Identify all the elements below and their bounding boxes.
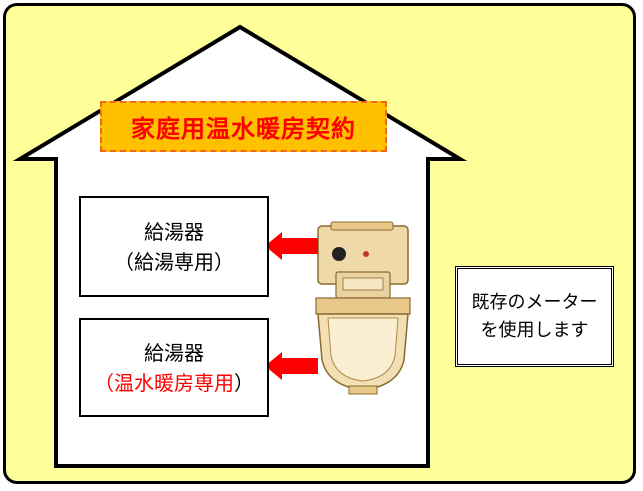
- contract-title-text: 家庭用温水暖房契約: [131, 115, 356, 143]
- heater-name: 給湯器: [144, 340, 204, 365]
- water-heater-box-supply: 給湯器 （給湯専用）: [79, 196, 269, 297]
- meter-note-box: 既存のメーター を使用します: [455, 266, 614, 367]
- gas-meter-icon: [315, 221, 411, 395]
- heater-name: 給湯器: [144, 219, 204, 244]
- water-heater-box-heating: 給湯器 （温水暖房専用）: [79, 318, 269, 417]
- heater-usage: （給湯専用）: [114, 249, 234, 274]
- arrow-left-icon: [265, 352, 318, 380]
- meter-note-line1: 既存のメーター: [471, 291, 598, 313]
- meter-note-line2: を使用します: [480, 319, 589, 341]
- arrow-left-icon: [265, 232, 318, 260]
- heater-usage: （温水暖房専用）: [94, 370, 254, 395]
- contract-title: 家庭用温水暖房契約: [100, 101, 387, 152]
